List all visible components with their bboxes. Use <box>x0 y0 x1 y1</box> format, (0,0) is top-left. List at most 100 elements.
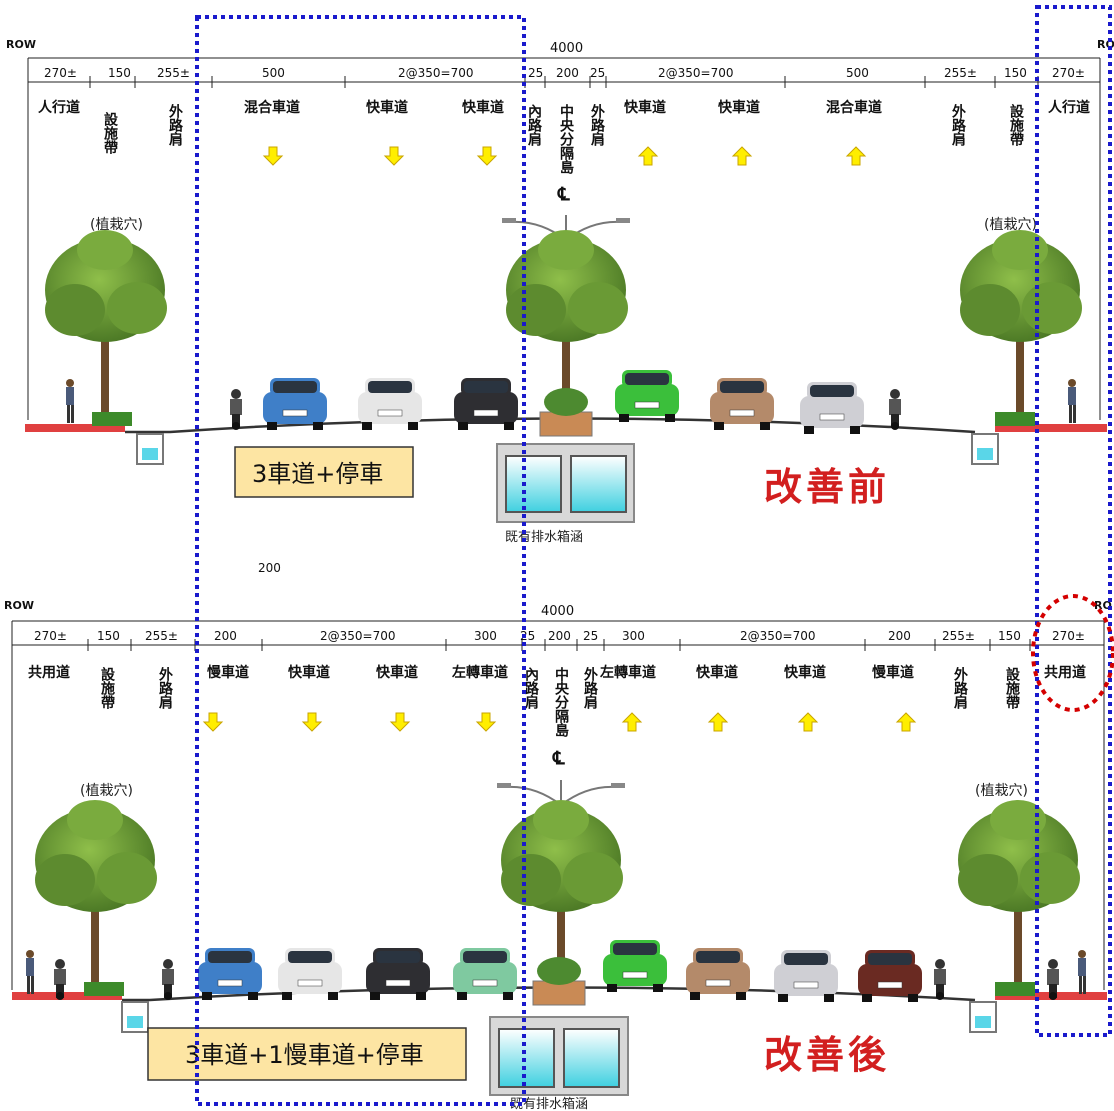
before-median-planter-icon <box>539 388 593 437</box>
after-motorcycle-icon <box>162 959 174 1000</box>
before-stamp: 改善前 <box>764 465 890 509</box>
before-arrow-down-icon <box>384 146 404 166</box>
before-label-inner-right: 外路肩 <box>589 103 605 147</box>
after-label-median: 中央分隔島 <box>553 666 569 738</box>
after-car-icon <box>197 947 263 1001</box>
before-label-facility-right: 設施帶 <box>1008 103 1024 147</box>
before-label-fast2: 快車道 <box>462 99 504 116</box>
after-sidewalk-left <box>12 992 122 1000</box>
after-car-icon <box>277 947 343 1001</box>
before-car-icon <box>614 369 680 423</box>
before-arrow-up-icon <box>846 146 866 166</box>
before-drain-left-icon <box>136 433 164 465</box>
after-dim-shoulder: 255± <box>145 629 178 643</box>
before-car-icon <box>357 377 423 431</box>
before-tree-left-icon <box>45 230 167 420</box>
after-config-box <box>147 1027 467 1081</box>
after-planting-left: (植栽穴) <box>80 783 133 799</box>
before-dim-fast-right: 2@350=700 <box>658 66 734 80</box>
before-label-facility-left: 設施帶 <box>102 111 118 155</box>
before-row-left-label: ROW <box>6 38 36 51</box>
before-dim-inner-right: 25 <box>590 66 605 80</box>
before-total-width: 4000 <box>550 41 583 56</box>
after-config-label: 3車道+1慢車道+停車 <box>185 1041 424 1069</box>
after-planter-left <box>84 982 124 996</box>
before-planter-right <box>995 412 1035 426</box>
after-culvert-icon <box>489 1016 629 1096</box>
before-label-median: 中央分隔島 <box>558 103 574 175</box>
after-label-shoulder-left: 外路肩 <box>157 666 173 710</box>
before-label-sidewalk-left: 人行道 <box>38 99 80 116</box>
after-total-width: 4000 <box>541 604 574 619</box>
after-motorcycle-icon <box>934 959 946 1000</box>
before-car-icon <box>262 377 328 431</box>
before-arrow-up-icon <box>732 146 752 166</box>
before-dim-mixed: 500 <box>262 66 285 80</box>
after-arrow-up-icon <box>622 712 642 732</box>
before-dim-sidewalk: 270± <box>44 66 77 80</box>
after-dim-turn-right: 300 <box>622 629 645 643</box>
before-arrow-down-icon <box>263 146 283 166</box>
after-dim-turn: 300 <box>474 629 497 643</box>
after-label-shared-left: 共用道 <box>28 664 70 681</box>
before-motorcycle-icon <box>889 389 901 430</box>
after-car-icon <box>602 939 668 993</box>
before-culvert-label: 既有排水箱涵 <box>505 529 583 545</box>
after-label-fast3: 快車道 <box>696 664 738 681</box>
before-label-inner-left: 內路肩 <box>526 104 542 147</box>
before-dim-facility: 150 <box>108 66 131 80</box>
after-centerline-mark: ℄ <box>552 748 565 769</box>
after-label-fast1: 快車道 <box>288 664 330 681</box>
after-dim-shared: 270± <box>34 629 67 643</box>
before-dim-sidewalk-right: 270± <box>1052 66 1085 80</box>
after-section: ROW RO 4000 270± 150 255± 200 <box>4 599 1112 1111</box>
shared-path-highlight-circle <box>1031 594 1114 712</box>
after-label-inner-right: 外路肩 <box>582 666 598 710</box>
before-label-fast4: 快車道 <box>718 99 760 116</box>
after-car-icon <box>685 947 751 1001</box>
before-dim-shoulder-right: 255± <box>944 66 977 80</box>
before-arrow-up-icon <box>638 146 658 166</box>
before-label-sidewalk-right: 人行道 <box>1048 99 1090 116</box>
after-label-shared-right: 共用道 <box>1044 664 1086 681</box>
after-arrow-up-icon <box>798 712 818 732</box>
after-planting-right: (植栽穴) <box>975 783 1028 799</box>
before-label-fast3: 快車道 <box>624 99 666 116</box>
before-culvert-icon <box>496 443 635 523</box>
before-dim-facility-right: 150 <box>1004 66 1027 80</box>
right-lane-highlight-box <box>1035 5 1112 1037</box>
before-drain-right-icon <box>971 433 999 465</box>
before-label-mixed-left: 混合車道 <box>244 99 300 116</box>
before-section: ROW RO 4000 270± 150 255± 500 2@350=700 <box>6 38 1114 545</box>
before-centerline-mark: ℄ <box>557 184 570 205</box>
after-arrow-down-icon <box>203 712 223 732</box>
after-dim-slow-right: 200 <box>888 629 911 643</box>
after-arrow-down-icon <box>476 712 496 732</box>
before-motorcycle-icon <box>230 389 242 430</box>
before-dim-inner: 25 <box>528 66 543 80</box>
after-label-facility-right: 設施帶 <box>1004 666 1020 710</box>
after-car-icon <box>857 949 923 1003</box>
after-label-shoulder-right: 外路肩 <box>952 666 968 710</box>
before-label-mixed-right: 混合車道 <box>826 99 882 116</box>
after-label-turn-right: 左轉車道 <box>599 664 656 681</box>
after-row-left-label: ROW <box>4 599 34 612</box>
before-planting-left: (植栽穴) <box>90 217 143 233</box>
before-sidewalk-left <box>25 424 125 432</box>
after-dimension-labels: 270± 150 255± 200 2@350=700 300 25 200 2… <box>34 629 1085 643</box>
before-config-label: 3車道+停車 <box>252 460 383 488</box>
after-lane-labels: 共用道 設施帶 外路肩 慢車道 快車道 快車道 左轉車道 內路肩 中央分隔島 外… <box>28 664 1086 769</box>
after-dim-inner: 25 <box>520 629 535 643</box>
before-dimension-labels: 270± 150 255± 500 2@350=700 25 200 25 2@… <box>44 66 1085 80</box>
after-dim-shared-right: 270± <box>1052 629 1085 643</box>
before-label-fast1: 快車道 <box>366 99 408 116</box>
before-car-icon <box>799 381 865 435</box>
after-car-icon <box>365 947 431 1001</box>
after-dim-fast: 2@350=700 <box>320 629 396 643</box>
after-label-fast2: 快車道 <box>376 664 418 681</box>
before-label-shoulder-right: 外路肩 <box>950 103 966 147</box>
before-dim-shoulder: 255± <box>157 66 190 80</box>
after-pedestrian-icon <box>1078 950 1086 994</box>
